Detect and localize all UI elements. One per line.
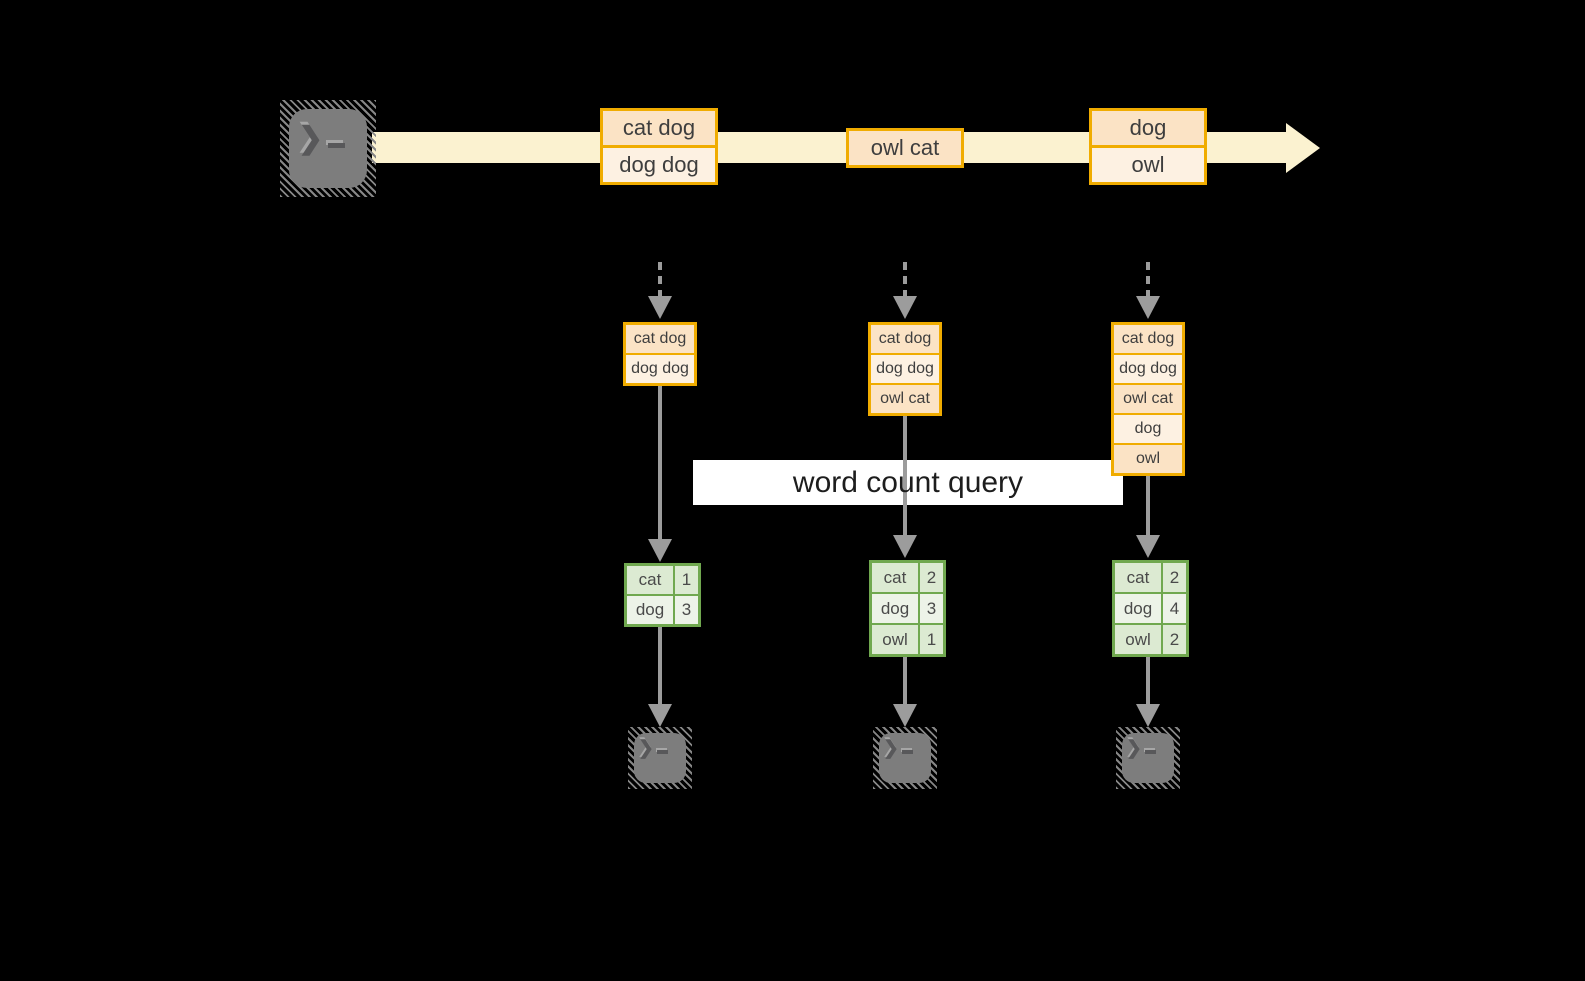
word-cell: cat xyxy=(627,566,673,594)
stream-event-box-3: dog owl xyxy=(1089,108,1207,185)
stream-event-word: dog xyxy=(1092,111,1204,145)
down-arrowhead-icon xyxy=(893,704,917,727)
stream-event-word: dog dog xyxy=(603,148,715,182)
word-cell: dog xyxy=(1115,594,1161,623)
word-cell: owl xyxy=(872,625,918,654)
micro-batch-box-2: cat dog dog dog owl cat xyxy=(868,322,942,416)
terminal-prompt-icon: ❯ xyxy=(298,124,346,154)
connector-line xyxy=(1146,657,1150,705)
micro-batch-box-1: cat dog dog dog xyxy=(623,322,697,386)
down-arrowhead-icon xyxy=(648,704,672,727)
terminal-prompt-icon: ❯ xyxy=(1126,739,1156,758)
terminal-body xyxy=(289,109,367,188)
terminal-prompt-icon: ❯ xyxy=(638,739,668,758)
dashed-connector-line xyxy=(658,262,662,298)
word-cell: owl xyxy=(1115,625,1161,654)
query-label: word count query xyxy=(792,465,1024,499)
down-arrowhead-icon xyxy=(648,296,672,319)
down-arrowhead-icon xyxy=(1136,704,1160,727)
input-terminal-icon: ❯ xyxy=(280,100,376,197)
down-arrowhead-icon xyxy=(648,539,672,562)
stream-arrowhead-icon xyxy=(1286,123,1320,173)
micro-batch-box-3: cat dog dog dog owl cat dog owl xyxy=(1111,322,1185,476)
stream-event-box-1: cat dog dog dog xyxy=(600,108,718,185)
down-arrowhead-icon xyxy=(893,296,917,319)
output-terminal-icon: ❯ xyxy=(873,727,937,789)
output-terminal-icon: ❯ xyxy=(1116,727,1180,789)
result-table-2: cat 2 dog 3 owl 1 xyxy=(869,560,946,657)
down-arrowhead-icon xyxy=(893,535,917,558)
stream-event-box-2: owl cat xyxy=(846,128,964,168)
count-cell: 1 xyxy=(920,625,943,654)
batch-row: dog dog xyxy=(871,355,939,383)
terminal-prompt-icon: ❯ xyxy=(883,739,913,758)
down-arrowhead-icon xyxy=(1136,535,1160,558)
connector-line xyxy=(1146,476,1150,535)
batch-row: dog xyxy=(1114,415,1182,443)
stream-event-word: cat dog xyxy=(603,111,715,145)
batch-row: dog dog xyxy=(626,355,694,383)
count-cell: 1 xyxy=(675,566,698,594)
connector-line xyxy=(658,627,662,705)
batch-row: cat dog xyxy=(1114,325,1182,353)
terminal-body xyxy=(1122,733,1174,783)
batch-row: dog dog xyxy=(1114,355,1182,383)
stream-event-word: owl cat xyxy=(849,131,961,165)
count-cell: 2 xyxy=(1163,563,1186,592)
count-cell: 2 xyxy=(1163,625,1186,654)
dashed-connector-line xyxy=(903,262,907,298)
word-cell: dog xyxy=(872,594,918,623)
stream-event-word: owl xyxy=(1092,148,1204,182)
output-terminal-icon: ❯ xyxy=(628,727,692,789)
result-table-1: cat 1 dog 3 xyxy=(624,563,701,627)
batch-row: cat dog xyxy=(871,325,939,353)
terminal-body xyxy=(634,733,686,783)
batch-row: owl cat xyxy=(1114,385,1182,413)
word-cell: cat xyxy=(1115,563,1161,592)
batch-row: owl cat xyxy=(871,385,939,413)
word-cell: cat xyxy=(872,563,918,592)
result-table-3: cat 2 dog 4 owl 2 xyxy=(1112,560,1189,657)
count-cell: 3 xyxy=(675,596,698,624)
batch-row: cat dog xyxy=(626,325,694,353)
terminal-body xyxy=(879,733,931,783)
query-band xyxy=(693,460,1123,505)
count-cell: 4 xyxy=(1163,594,1186,623)
down-arrowhead-icon xyxy=(1136,296,1160,319)
count-cell: 2 xyxy=(920,563,943,592)
word-cell: dog xyxy=(627,596,673,624)
connector-line xyxy=(903,657,907,705)
batch-row: owl xyxy=(1114,445,1182,473)
dashed-connector-line xyxy=(1146,262,1150,298)
connector-line xyxy=(658,386,662,539)
connector-line xyxy=(903,416,907,535)
count-cell: 3 xyxy=(920,594,943,623)
